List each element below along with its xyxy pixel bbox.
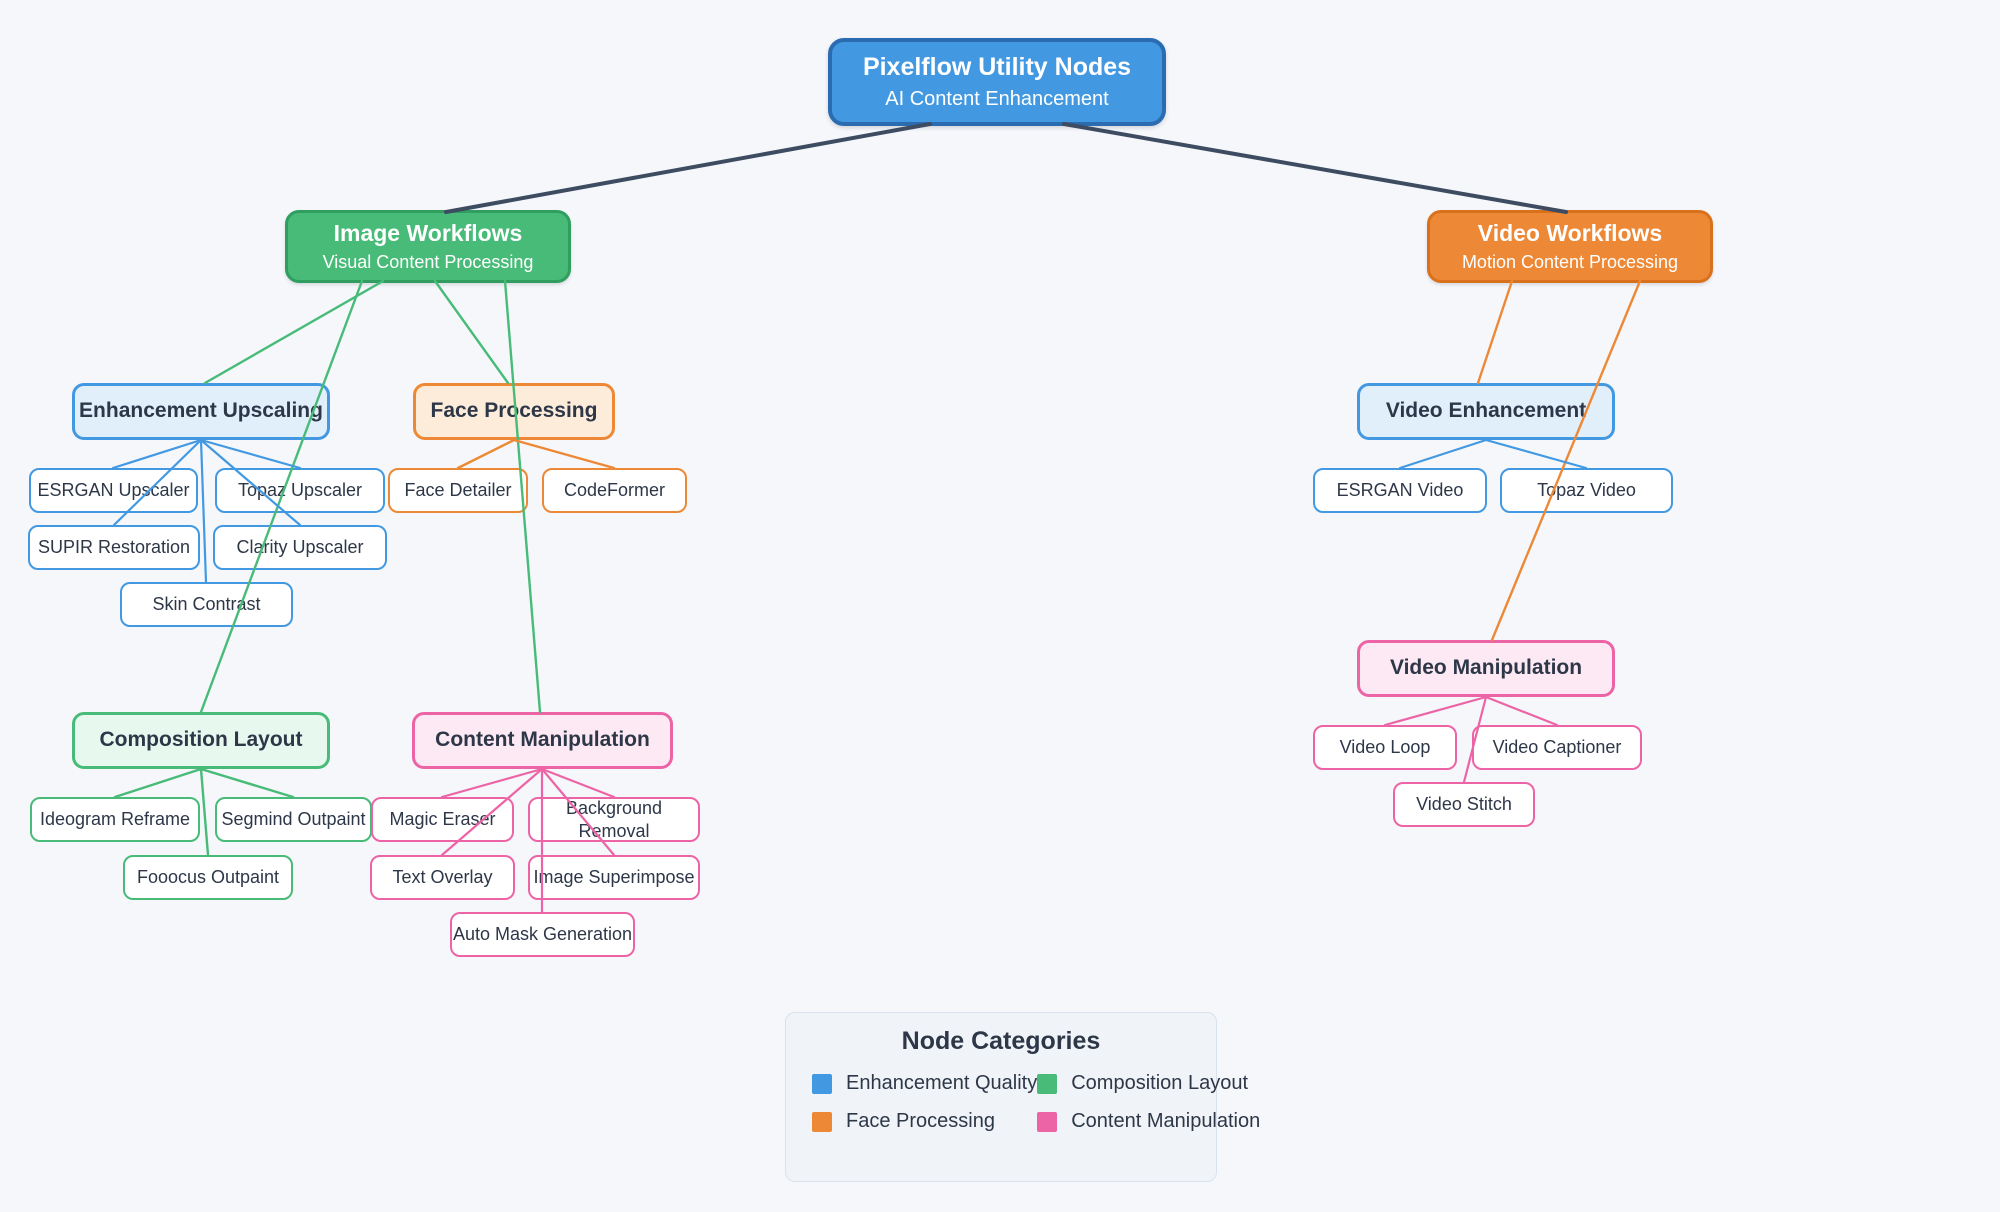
legend-label: Content Manipulation	[1071, 1110, 1261, 1132]
node-ideogram-reframe: Ideogram Reframe	[30, 797, 200, 842]
edge-cm-magic-eraser	[440, 767, 544, 799]
node-supir-restoration: SUPIR Restoration	[28, 525, 200, 570]
branch-title: Image Workflows	[333, 220, 523, 247]
legend-item-face-processing: Face Processing	[812, 1110, 1037, 1133]
node-esrgan-upscaler: ESRGAN Upscaler	[29, 468, 198, 513]
legend: Node Categories Enhancement Quality Comp…	[785, 1012, 1260, 1182]
root-title: Pixelflow Utility Nodes	[862, 53, 1132, 82]
node-video-workflows: Video Workflows Motion Content Processin…	[1427, 210, 1713, 283]
legend-label: Enhancement Quality	[846, 1072, 1038, 1094]
node-enhancement-upscaling: Enhancement Upscaling	[72, 383, 330, 440]
root-subtitle: AI Content Enhancement	[885, 87, 1109, 110]
legend-item-enhancement-quality: Enhancement Quality	[812, 1072, 1037, 1095]
edge-eu-skin-contrast	[199, 438, 208, 584]
node-content-manipulation: Content Manipulation	[412, 712, 673, 769]
legend-swatch-orange	[812, 1111, 832, 1132]
node-segmind-outpaint: Segmind Outpaint	[215, 797, 372, 842]
legend-item-composition-layout: Composition Layout	[1037, 1072, 1260, 1095]
node-composition-layout: Composition Layout	[72, 712, 330, 769]
node-video-loop: Video Loop	[1313, 725, 1457, 770]
edge-fp-face-detailer	[456, 438, 516, 470]
legend-title: Node Categories	[901, 1027, 1101, 1055]
node-video-stitch: Video Stitch	[1393, 782, 1535, 827]
legend-item-content-manipulation: Content Manipulation	[1037, 1110, 1260, 1133]
node-skin-contrast: Skin Contrast	[120, 582, 293, 627]
branch-title: Video Workflows	[1477, 220, 1663, 247]
node-face-detailer: Face Detailer	[388, 468, 528, 513]
edge-cl-segmind-outpaint	[199, 767, 295, 799]
node-video-manipulation: Video Manipulation	[1357, 640, 1615, 697]
legend-grid: Enhancement Quality Composition Layout F…	[812, 1072, 1260, 1133]
node-clarity-upscaler: Clarity Upscaler	[213, 525, 387, 570]
edge-root-image-workflows	[444, 122, 932, 214]
legend-label: Composition Layout	[1071, 1072, 1249, 1094]
edge-root-video-workflows	[1062, 122, 1568, 214]
edge-image-enhancement-upscaling	[203, 279, 385, 385]
node-auto-mask-generation: Auto Mask Generation	[450, 912, 635, 957]
legend-swatch-blue	[812, 1073, 832, 1094]
node-pixelflow-utility-nodes: Pixelflow Utility Nodes AI Content Enhan…	[828, 38, 1166, 126]
edge-video-video-manipulation	[1490, 279, 1642, 642]
edge-cl-fooocus-outpaint	[199, 767, 210, 857]
node-image-superimpose: Image Superimpose	[528, 855, 700, 900]
edge-vm-video-loop	[1383, 695, 1488, 727]
node-esrgan-video: ESRGAN Video	[1313, 468, 1487, 513]
node-face-processing: Face Processing	[413, 383, 615, 440]
edge-ve-topaz-video	[1484, 438, 1588, 470]
edge-cm-background-removal	[540, 767, 616, 799]
node-magic-eraser: Magic Eraser	[371, 797, 514, 842]
node-topaz-upscaler: Topaz Upscaler	[215, 468, 385, 513]
edge-cl-ideogram-reframe	[113, 767, 203, 799]
edge-video-video-enhancement	[1476, 279, 1514, 385]
edge-ve-esrgan-video	[1398, 438, 1488, 470]
edge-vm-video-captioner	[1484, 695, 1559, 727]
legend-swatch-green	[1037, 1073, 1058, 1094]
node-fooocus-outpaint: Fooocus Outpaint	[123, 855, 293, 900]
node-image-workflows: Image Workflows Visual Content Processin…	[285, 210, 571, 283]
node-text-overlay: Text Overlay	[370, 855, 515, 900]
legend-swatch-pink	[1037, 1111, 1058, 1132]
node-topaz-video: Topaz Video	[1500, 468, 1673, 513]
node-video-enhancement: Video Enhancement	[1357, 383, 1615, 440]
edge-image-face-processing	[433, 279, 510, 385]
edge-eu-topaz-upscaler	[199, 438, 302, 470]
edge-fp-codeformer	[512, 438, 616, 470]
branch-subtitle: Visual Content Processing	[322, 252, 534, 273]
legend-label: Face Processing	[846, 1110, 995, 1132]
node-video-captioner: Video Captioner	[1472, 725, 1642, 770]
edge-eu-esrgan-upscaler	[111, 438, 203, 470]
node-background-removal: Background Removal	[528, 797, 700, 842]
node-codeformer: CodeFormer	[542, 468, 687, 513]
branch-subtitle: Motion Content Processing	[1461, 252, 1679, 273]
